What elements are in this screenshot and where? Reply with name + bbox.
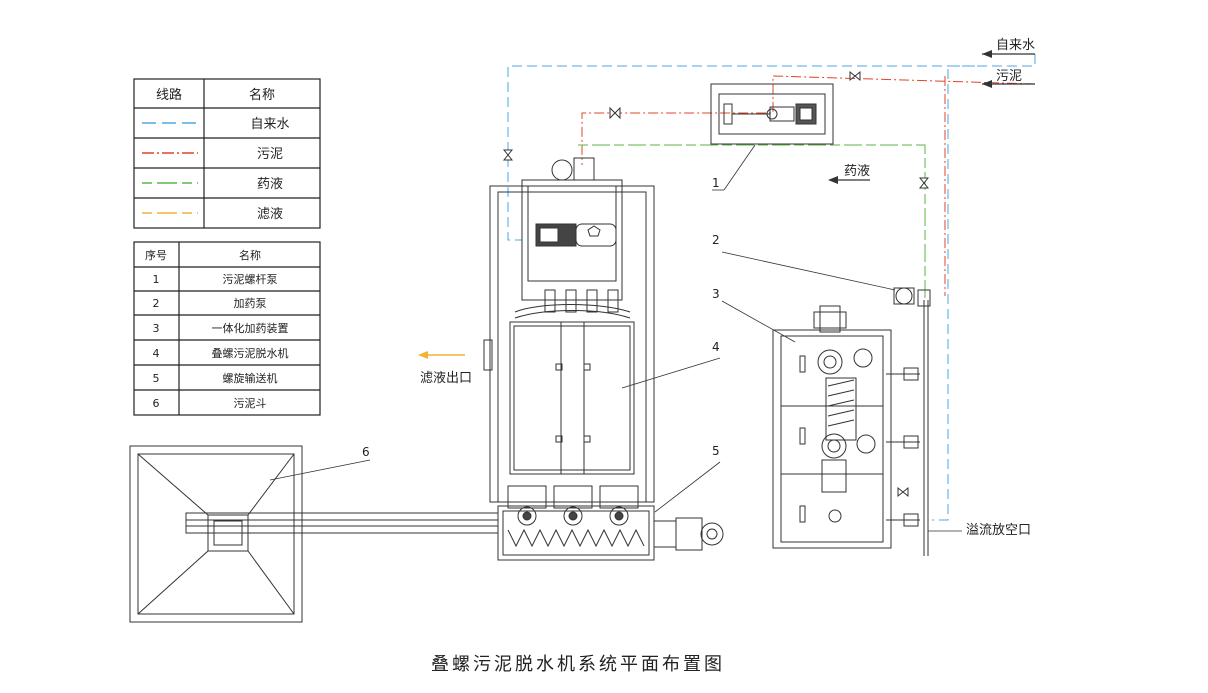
legend-name-tap-water: 自来水 <box>250 117 289 132</box>
dewatering-machine <box>483 157 655 526</box>
legend-name-chemical: 药液 <box>257 177 283 192</box>
callout-5: 5 <box>712 444 720 458</box>
parts-header-name: 名称 <box>239 248 261 262</box>
sludge-pipe <box>581 75 1036 165</box>
chemical-pipe <box>578 144 926 300</box>
callout-3: 3 <box>712 287 720 301</box>
callout-6: 6 <box>362 445 370 459</box>
legend-name-sludge: 污泥 <box>257 147 283 162</box>
filtrate-arrow-head <box>418 351 428 359</box>
integrated-dosing-unit <box>772 300 929 556</box>
legend-header-name: 名称 <box>249 87 275 103</box>
sludge-hopper <box>129 445 303 623</box>
tap-water-pipe-right <box>932 65 975 521</box>
parts-row-no: 4 <box>153 347 160 360</box>
parts-row-no: 6 <box>153 397 160 410</box>
callout-1: 1 <box>712 176 720 190</box>
parts-header-no: 序号 <box>145 248 167 262</box>
parts-row-name: 螺旋输送机 <box>223 371 278 385</box>
sludge-screw-pump <box>710 83 834 145</box>
overflow-outlet-label: 溢流放空口 <box>966 523 1031 538</box>
parts-row-no: 1 <box>153 273 160 286</box>
sludge-arrow-head <box>982 80 992 88</box>
parts-row-name: 污泥螺杆泵 <box>223 272 278 286</box>
legend-name-filtrate: 滤液 <box>257 207 283 222</box>
tap-water-pipe <box>507 54 1036 241</box>
filtrate-outlet-label: 滤液出口 <box>420 371 472 386</box>
tap-water-arrow-head <box>982 50 992 58</box>
parts-row-no: 2 <box>153 297 160 310</box>
parts-table <box>133 241 321 416</box>
sludge-in-label: 污泥 <box>996 69 1022 84</box>
dosing-pump <box>893 287 931 307</box>
callout-2: 2 <box>712 233 720 247</box>
parts-row-name: 一体化加药装置 <box>212 321 289 335</box>
parts-row-name: 叠螺污泥脱水机 <box>212 346 289 360</box>
chemical-arrow-head <box>828 176 838 184</box>
chemical-label: 药液 <box>844 164 870 179</box>
parts-row-name: 污泥斗 <box>234 397 267 410</box>
line-legend-table <box>133 78 321 229</box>
parts-row-name: 加药泵 <box>234 297 267 310</box>
screw-conveyor <box>185 505 724 561</box>
callout-leaders <box>269 144 896 513</box>
drawing-title: 叠螺污泥脱水机系统平面布置图 <box>431 654 725 675</box>
parts-row-no: 3 <box>153 322 160 335</box>
callout-4: 4 <box>712 340 720 354</box>
parts-row-no: 5 <box>153 372 160 385</box>
tap-water-in-label: 自来水 <box>996 38 1035 53</box>
valve-icon <box>502 70 930 498</box>
legend-header-line: 线路 <box>156 87 182 103</box>
